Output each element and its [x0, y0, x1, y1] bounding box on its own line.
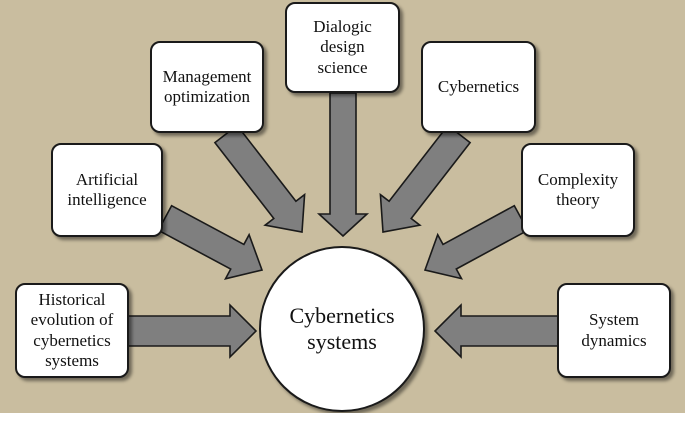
arrow-management-optimization — [213, 124, 306, 233]
arrow-artificial-intelligence — [157, 204, 264, 280]
arrow-historical — [127, 303, 258, 359]
node-artificial-intelligence: Artificial intelligence — [51, 143, 163, 237]
arrow-dialogic-design-science — [316, 92, 370, 238]
arrow-cybernetics — [379, 124, 472, 233]
node-management-optimization: Management optimization — [150, 41, 264, 133]
bottom-margin — [0, 413, 685, 421]
node-dialogic-design-science: Dialogic design science — [285, 2, 400, 93]
arrow-complexity-theory — [423, 204, 529, 280]
node-historical-evolution: Historical evolution of cybernetics syst… — [15, 283, 129, 378]
node-cybernetics: Cybernetics — [421, 41, 536, 133]
center-circle-cybernetics-systems: Cybernetics systems — [259, 246, 425, 412]
node-complexity-theory: Complexity theory — [521, 143, 635, 237]
arrow-system-dynamics — [433, 303, 559, 359]
node-system-dynamics: System dynamics — [557, 283, 671, 378]
